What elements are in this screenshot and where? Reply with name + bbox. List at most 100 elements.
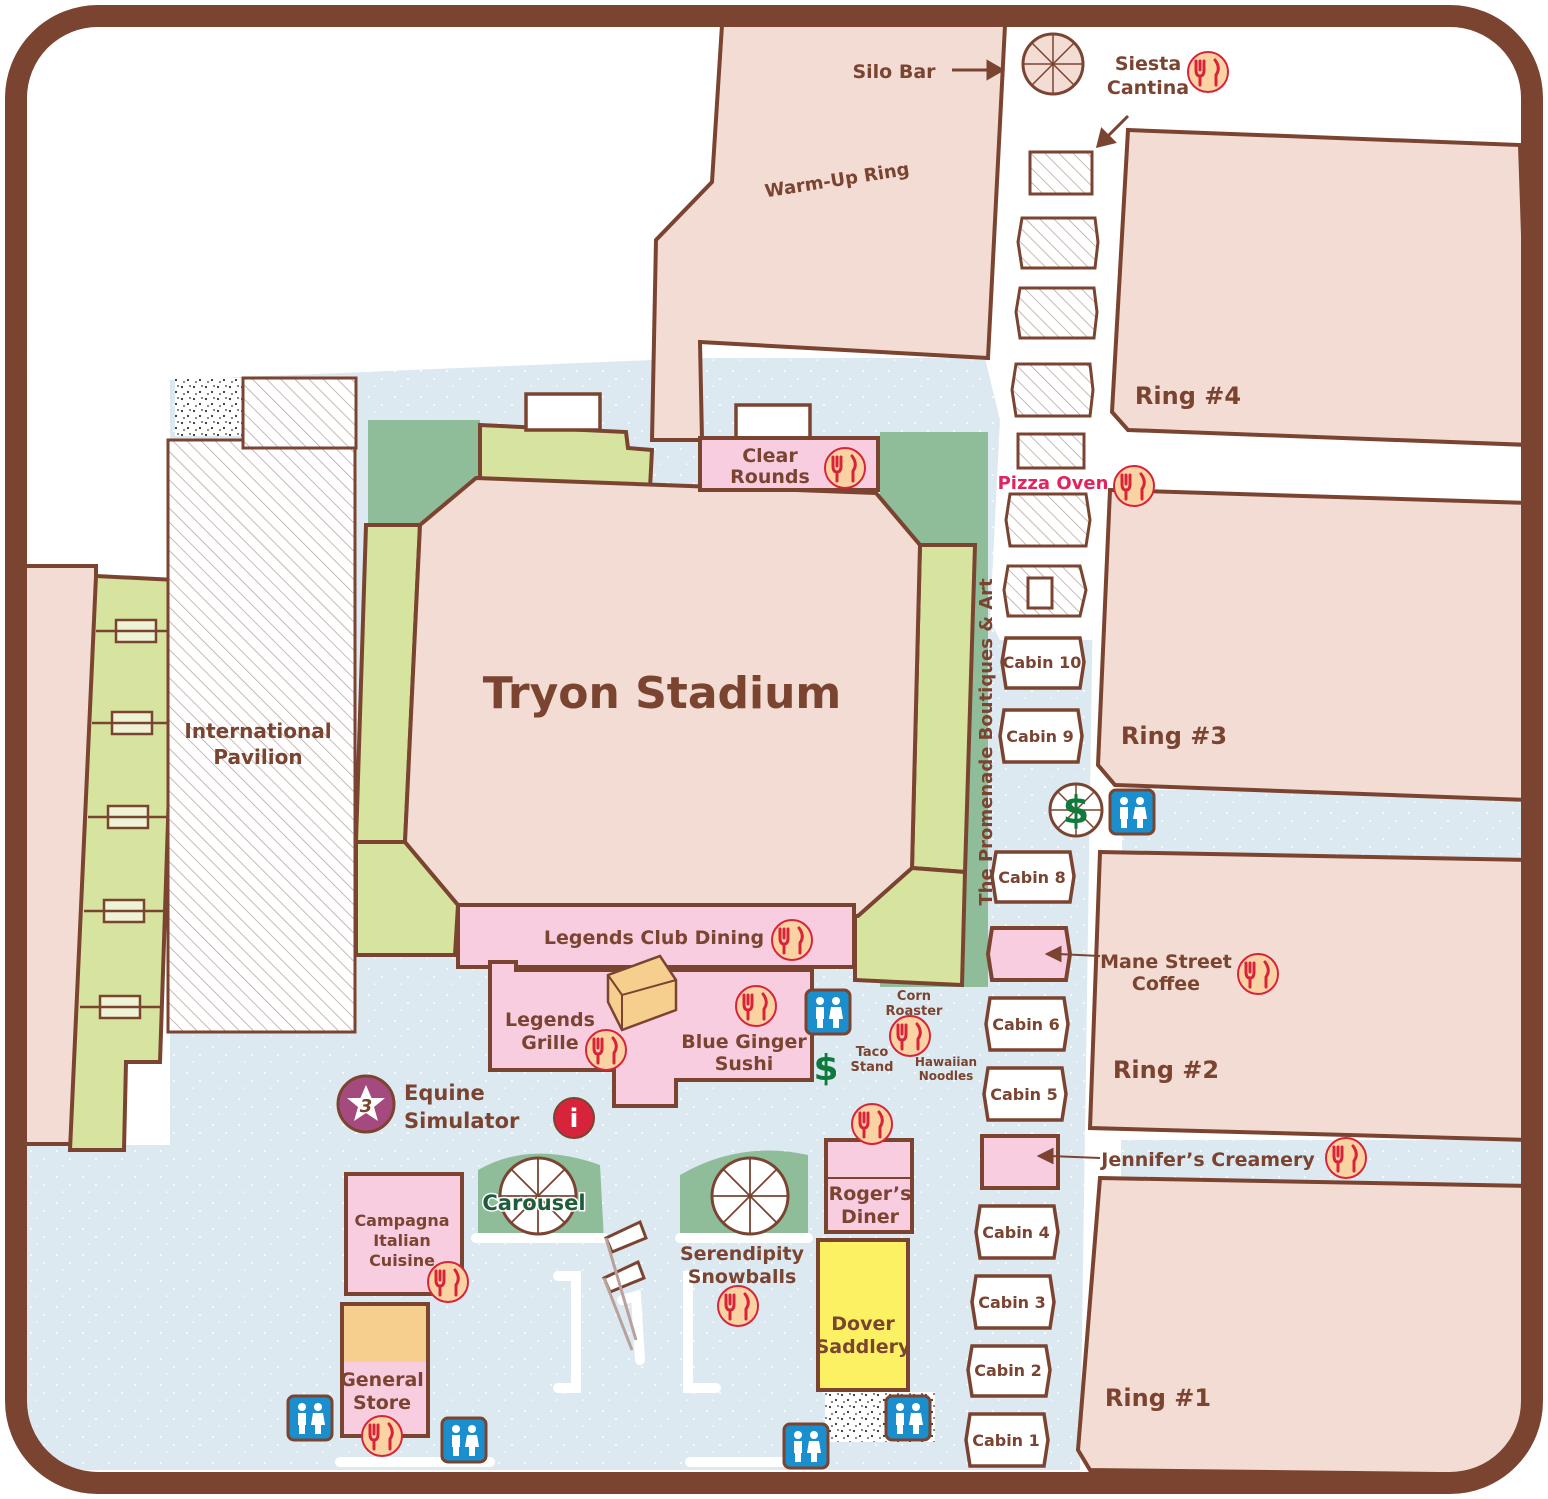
dollar-icon[interactable]: $: [813, 1048, 838, 1089]
stadium-box-1: [524, 392, 602, 432]
cabin-9-label: Cabin 9: [1006, 727, 1074, 746]
dover-saddlery[interactable]: [816, 1238, 910, 1392]
ring-4-label: Ring #4: [1135, 382, 1241, 410]
restroom-icon: [804, 988, 852, 1036]
flag-icon: [602, 1219, 648, 1351]
legends-club-dining-label: Legends Club Dining: [544, 927, 764, 949]
taco-stand-label-2: Stand: [851, 1060, 894, 1075]
restroom-icon: [440, 1416, 488, 1464]
jennifers-creamery-cabin[interactable]: [980, 1134, 1060, 1190]
legends-grille-label-2: Grille: [521, 1032, 578, 1054]
cabin-5-label: Cabin 5: [990, 1085, 1058, 1104]
cabin-3-label: Cabin 3: [978, 1293, 1046, 1312]
siesta-cantina-label-2: Cantina: [1107, 77, 1189, 99]
jennifers-creamery-label: Jennifer’s Creamery: [1099, 1149, 1315, 1171]
corn-roaster-label: Corn: [897, 989, 931, 1004]
promenade-shops: [1002, 150, 1100, 618]
ring-2-label: Ring #2: [1113, 1056, 1219, 1084]
equine-simulator-label: Equine: [404, 1081, 485, 1105]
carousel-icon: [498, 1156, 578, 1236]
fork-knife-icon: [889, 1015, 931, 1057]
siesta-cantina-label: Siesta: [1115, 53, 1181, 75]
fork-knife-icon: [1237, 953, 1279, 995]
pavilion-annex: [241, 376, 358, 450]
dover-saddlery-label: Dover: [831, 1313, 895, 1335]
campagna-label-2: Italian: [373, 1231, 431, 1250]
legends-grille-label: Legends: [505, 1009, 595, 1031]
cube-edges: [607, 974, 677, 1030]
cabin-8-label: Cabin 8: [998, 868, 1066, 887]
cabin-10-label: Cabin 10: [1003, 653, 1082, 672]
cabin-1-label: Cabin 1: [972, 1431, 1040, 1450]
silo-bar-label: Silo Bar: [852, 61, 936, 83]
carousel-label: Carousel: [482, 1191, 585, 1215]
cabin-6-label: Cabin 6: [992, 1015, 1060, 1034]
hawaiian-noodles-label: Hawaiian: [915, 1055, 977, 1069]
kitchen-cube: [606, 954, 678, 1032]
general-store-label-2: Store: [353, 1392, 411, 1414]
callout-arrows: [952, 59, 1130, 1165]
fork-knife-icon: [717, 1285, 759, 1327]
info-icon[interactable]: i: [553, 1097, 595, 1139]
campagna-label: Campagna: [354, 1211, 449, 1230]
fork-knife-icon: [735, 985, 777, 1027]
restroom-icon: [286, 1394, 334, 1442]
atm-compass[interactable]: $: [1048, 782, 1104, 838]
mane-street-coffee-cabin[interactable]: [985, 926, 1073, 982]
tryon-stadium-label: Tryon Stadium: [483, 668, 842, 719]
fork-knife-icon: [851, 1103, 893, 1145]
legends-grille-block[interactable]: [488, 960, 814, 1108]
restroom-icon: [782, 1422, 830, 1470]
pizza-oven-label: Pizza Oven: [998, 473, 1109, 494]
map-frame: [5, 5, 1543, 1494]
cabin-4-label: Cabin 4: [982, 1223, 1050, 1242]
cabin-2-label: Cabin 2: [974, 1361, 1042, 1380]
ring-4[interactable]: [1109, 127, 1530, 448]
fork-knife-icon: [771, 919, 813, 961]
restroom-icons[interactable]: [286, 788, 1156, 1470]
dotted-area-nw: [175, 378, 243, 436]
dollar-icon: $: [1063, 788, 1089, 832]
fork-knife-icon: [1113, 465, 1155, 507]
rogers-diner-label-2: Diner: [841, 1206, 900, 1228]
food-icons[interactable]: [361, 51, 1367, 1457]
fork-knife-icon: [824, 447, 866, 489]
serendipity-snowballs-label: Serendipity: [680, 1243, 805, 1265]
restroom-icon: [884, 1394, 932, 1442]
ring-1[interactable]: [1075, 1175, 1530, 1478]
campagna-italian-cuisine[interactable]: [344, 1172, 464, 1296]
rogers-diner[interactable]: [824, 1138, 914, 1234]
info-glyph: i: [570, 1104, 579, 1134]
stadium-box-2: [734, 403, 812, 441]
blue-ginger-sushi-label: Blue Ginger: [681, 1031, 807, 1053]
hawaiian-noodles-label-2: Noodles: [919, 1069, 974, 1083]
mane-street-coffee-label: Mane Street: [1100, 951, 1232, 973]
simulator-number: 3: [360, 1096, 373, 1117]
mane-street-coffee-label-2: Coffee: [1132, 973, 1200, 995]
restroom-icon: [1108, 788, 1156, 836]
stand-east: [909, 543, 978, 875]
fork-knife-icon: [1325, 1137, 1367, 1179]
international-pavilion-label-2: Pavilion: [213, 745, 302, 769]
ring-2[interactable]: [1087, 849, 1530, 1143]
fork-knife-icon: [1187, 51, 1229, 93]
corn-roaster-label-2: Roaster: [886, 1004, 943, 1019]
international-pavilion-label: International: [184, 719, 331, 743]
silo-icon: [1021, 32, 1085, 96]
fork-knife-icon: [361, 1415, 403, 1457]
carousel-icon: [710, 1156, 790, 1236]
equine-simulator-label-2: Simulator: [404, 1109, 520, 1133]
general-store-roof: [344, 1306, 426, 1362]
blue-ginger-sushi-label-2: Sushi: [715, 1053, 774, 1075]
ring-3[interactable]: [1095, 487, 1530, 803]
international-pavilion[interactable]: [166, 438, 357, 1034]
star-icon[interactable]: 3: [336, 1074, 396, 1134]
clear-rounds-label: Clear: [742, 445, 798, 467]
clear-rounds-label-2: Rounds: [730, 466, 810, 488]
cabins: [964, 636, 1086, 1468]
tryon-stadium[interactable]: [402, 475, 923, 919]
promenade-label: The Promenade Boutiques & Art: [976, 578, 997, 906]
parking-lanes: [335, 1233, 813, 1467]
fork-knife-icon: [427, 1261, 469, 1303]
